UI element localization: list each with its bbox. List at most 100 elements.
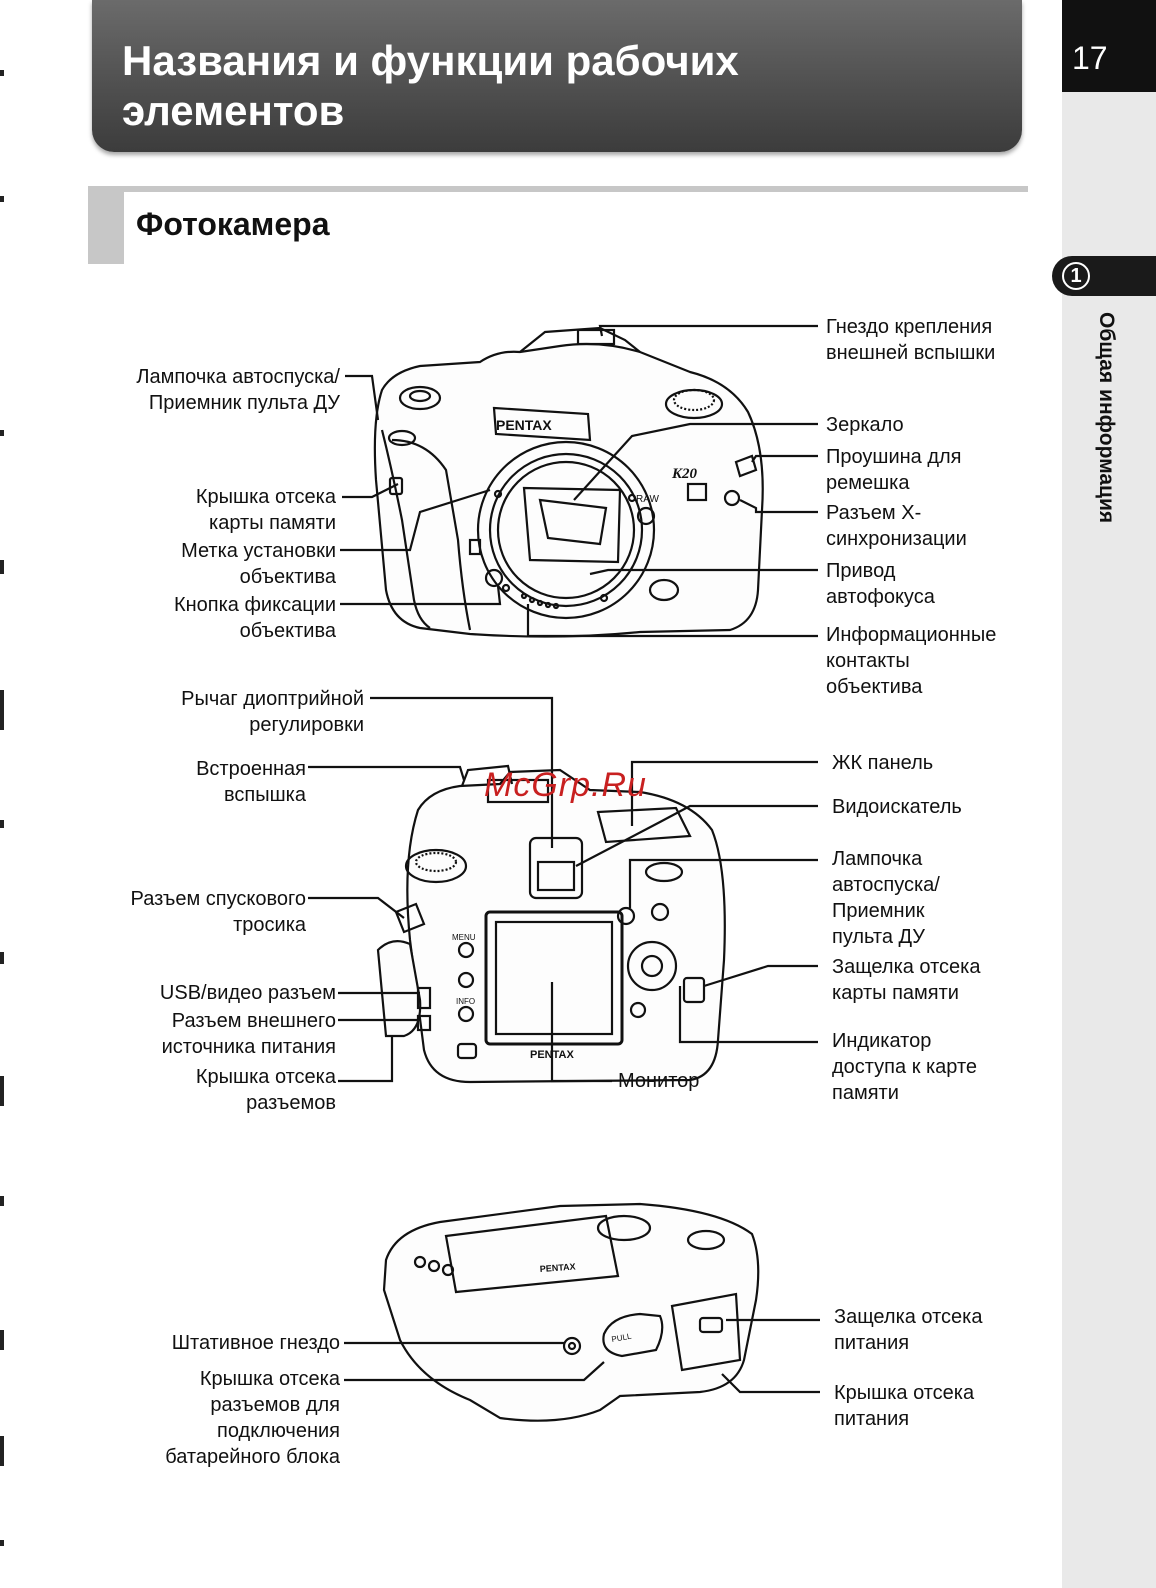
label-line: Кнопка фиксации — [173, 594, 336, 616]
label-built-in-flash: Встроенная вспышка — [80, 756, 306, 808]
label-monitor: Монитор — [618, 1068, 699, 1094]
label-line: Рычаг диоптрийной — [181, 688, 364, 710]
svg-text:MENU: MENU — [452, 933, 476, 942]
label-line: тросика — [233, 914, 306, 936]
label-line: объектива — [826, 676, 923, 698]
label-line: внешней вспышки — [826, 342, 996, 364]
label-card-access-lamp: Индикатор доступа к карте памяти — [832, 1028, 977, 1106]
front-camera-illustration: PENTAX K20 RAW — [373, 326, 764, 638]
svg-text:INFO: INFO — [456, 997, 475, 1006]
label-line: Встроенная — [196, 758, 306, 780]
label-line: Приемник пульта ДУ — [148, 392, 340, 414]
label-line: Лампочка автоспуска/ — [136, 366, 340, 388]
label-line: разъемов для — [210, 1394, 340, 1416]
label-line: разъемов — [246, 1092, 336, 1114]
svg-text:PENTAX: PENTAX — [496, 417, 552, 433]
label-usb-video-terminal: USB/видео разъем — [60, 980, 336, 1006]
watermark: McGrp.Ru — [484, 766, 647, 804]
label-line: Лампочка — [832, 848, 923, 870]
label-line: Разъем спускового — [130, 888, 306, 910]
label-battery-cover: Крышка отсека питания — [834, 1380, 974, 1432]
chapter-number: 1 — [1062, 262, 1090, 290]
label-line: Защелка отсека — [834, 1306, 983, 1328]
label-line: Метка установки — [181, 540, 336, 562]
label-viewfinder: Видоискатель — [832, 794, 962, 820]
label-terminal-cover: Крышка отсека разъемов — [60, 1064, 336, 1116]
label-line: карты памяти — [209, 512, 336, 534]
label-line: синхронизации — [826, 528, 967, 550]
label-lcd-panel: ЖК панель — [832, 750, 933, 776]
label-strap-lug: Проушина для ремешка — [826, 444, 962, 496]
label-self-timer-lamp-front: Лампочка автоспуска/ Приемник пульта ДУ — [60, 364, 340, 416]
label-line: Крышка отсека — [195, 1066, 336, 1088]
label-lens-mount-index: Метка установки объектива — [60, 538, 336, 590]
section-rule — [88, 186, 1028, 192]
label-mirror: Зеркало — [826, 412, 904, 438]
svg-text:PULL: PULL — [611, 1332, 633, 1344]
section-title: Фотокамера — [136, 206, 330, 242]
label-card-cover-front: Крышка отсека карты памяти — [60, 484, 336, 536]
label-line: объектива — [239, 620, 336, 642]
label-line: автофокуса — [826, 586, 935, 608]
label-card-cover-latch: Защелка отсека карты памяти — [832, 954, 981, 1006]
label-line: Привод — [826, 560, 896, 582]
svg-text:PENTAX: PENTAX — [539, 1262, 575, 1274]
label-tripod-socket: Штативное гнездо — [60, 1330, 340, 1356]
label-line: Монитор — [618, 1070, 700, 1092]
label-line: доступа к карте — [832, 1056, 978, 1078]
label-x-sync-socket: Разъем X- синхронизации — [826, 500, 967, 552]
label-line: Информационные — [826, 624, 997, 646]
label-line: питания — [834, 1332, 910, 1354]
label-line: Приемник — [832, 900, 925, 922]
label-line: вспышка — [224, 784, 306, 806]
back-camera-illustration: PENTAX MENU INFO — [376, 764, 726, 1084]
label-line: источника питания — [161, 1036, 336, 1058]
label-hot-shoe: Гнездо крепления внешней вспышки — [826, 314, 995, 366]
label-line: автоспуска/ — [832, 874, 940, 896]
label-dc-input-terminal: Разъем внешнего источника питания — [60, 1008, 336, 1060]
label-line: Крышка отсека — [199, 1368, 340, 1390]
label-self-timer-lamp-back: Лампочка автоспуска/ Приемник пульта ДУ — [832, 846, 940, 950]
label-line: Разъем внешнего — [171, 1010, 336, 1032]
label-line: Проушина для — [826, 446, 962, 468]
label-line: USB/видео разъем — [159, 982, 336, 1004]
label-line: Крышка отсека — [195, 486, 336, 508]
label-line: Крышка отсека — [834, 1382, 975, 1404]
label-diopter-lever: Рычаг диоптрийной регулировки — [80, 686, 364, 738]
page-title-line-1: Названия и функции рабочих — [122, 37, 739, 84]
page-title-line-2: элементов — [122, 87, 345, 134]
label-line: Зеркало — [826, 414, 904, 436]
label-line: контакты — [826, 650, 910, 672]
label-line: регулировки — [249, 714, 364, 736]
label-line: ремешка — [826, 472, 910, 494]
svg-text:RAW: RAW — [636, 494, 660, 505]
label-line: ЖК панель — [832, 752, 934, 774]
label-line: пульта ДУ — [832, 926, 926, 948]
label-line: Видоискатель — [832, 796, 962, 818]
label-battery-cover-lock: Защелка отсека питания — [834, 1304, 983, 1356]
label-lens-contacts: Информационные контакты объектива — [826, 622, 996, 700]
label-line: Гнездо крепления — [826, 316, 993, 338]
page-title: Названия и функции рабочих элементов — [122, 36, 882, 136]
label-af-coupler: Привод автофокуса — [826, 558, 935, 610]
label-line: карты памяти — [832, 982, 959, 1004]
label-lens-unlock-button: Кнопка фиксации объектива — [60, 592, 336, 644]
label-line: Штативное гнездо — [171, 1332, 340, 1354]
label-line: Защелка отсека — [832, 956, 981, 978]
label-line: батарейного блока — [165, 1446, 340, 1468]
section-marker — [88, 186, 124, 264]
label-cable-release-terminal: Разъем спускового тросика — [60, 886, 306, 938]
bottom-camera-illustration: PULL PENTAX — [382, 1202, 760, 1422]
page-number: 17 — [1072, 40, 1108, 76]
label-line: Разъем X- — [826, 502, 922, 524]
page-number-block — [1062, 0, 1156, 92]
label-line: объектива — [239, 566, 336, 588]
svg-text:K20: K20 — [671, 466, 698, 482]
chapter-label: Общая информация — [1095, 312, 1118, 524]
label-line: подключения — [217, 1420, 340, 1442]
title-banner — [92, 0, 1022, 152]
label-line: Индикатор — [832, 1030, 932, 1052]
label-line: памяти — [832, 1082, 899, 1104]
label-battery-grip-terminal-cover: Крышка отсека разъемов для подключения б… — [60, 1366, 340, 1470]
